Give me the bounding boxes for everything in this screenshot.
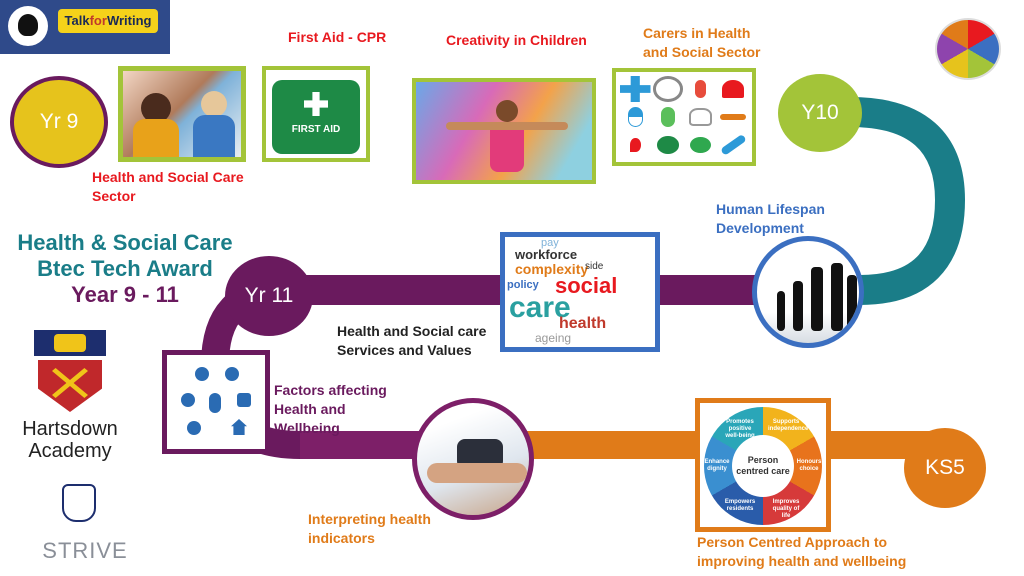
- puzzle-heart-icon: [935, 18, 1001, 80]
- word-pay: pay: [541, 237, 559, 249]
- milestone-y10-label: Y10: [801, 101, 839, 124]
- drop-icon: [630, 138, 641, 152]
- wheel-segment-label: Honours choice: [796, 459, 822, 472]
- factor-tree-icon: [195, 367, 209, 381]
- logo-text-talk: Talk: [64, 13, 90, 28]
- person-centred-wheel: Person centred care Supports independenc…: [695, 398, 831, 532]
- title-line1: Health & Social Care: [17, 230, 233, 255]
- label-hsc-sector: Health and Social Care Sector: [92, 169, 244, 204]
- factor-brain-icon: [187, 421, 201, 435]
- label-creativity: Creativity in Children: [446, 32, 587, 48]
- milestone-yr9: Yr 9: [10, 76, 108, 168]
- factor-handshake-icon: [225, 367, 239, 381]
- title-line3: Year 9 - 11: [71, 282, 179, 307]
- child-arms-icon: [446, 122, 568, 130]
- carer-photo: [118, 66, 246, 162]
- word-social: social: [555, 273, 618, 298]
- clover-icon: [690, 137, 711, 153]
- bandage-icon: [719, 134, 746, 156]
- label-first-aid: First Aid - CPR: [288, 29, 387, 45]
- lifespan-photo: [752, 236, 864, 348]
- title-line2: Btec Tech Award: [37, 256, 213, 281]
- milestone-yr9-label: Yr 9: [39, 110, 79, 133]
- milestone-yr11: Yr 11: [225, 256, 313, 336]
- child-body-icon: [490, 122, 524, 172]
- medical-cross-icon: [620, 76, 651, 102]
- first-aid-bag-icon: FIRST AID: [272, 80, 360, 154]
- silhouette-icon: [831, 263, 843, 331]
- label-services: Health and Social care Services and Valu…: [337, 323, 487, 358]
- arm-icon: [427, 463, 527, 483]
- label-factors: Factors affecting Health and Wellbeing: [274, 382, 387, 436]
- silhouette-icon: [777, 291, 785, 331]
- logo-bird-icon: [18, 14, 38, 36]
- syringe-icon: [719, 114, 746, 120]
- wheel-segment-label: Empowers residents: [724, 498, 756, 512]
- label-carers: Carers in Health and Social Sector: [643, 25, 761, 60]
- carers-icon-grid: [612, 68, 756, 166]
- stethoscope-icon: [652, 76, 683, 102]
- creativity-photo: [412, 78, 596, 184]
- label-person-centred: Person Centred Approach to improving hea…: [697, 534, 907, 569]
- word-care: care: [509, 291, 571, 324]
- plus-circle-icon: [656, 136, 679, 154]
- factor-money-icon: [181, 393, 195, 407]
- logo-text-box: TalkforWriting: [58, 9, 158, 33]
- first-aid-cross-icon: [304, 92, 328, 116]
- label-lifespan: Human Lifespan Development: [716, 201, 825, 236]
- factor-education-icon: [237, 393, 251, 407]
- logo-text-for: for: [89, 13, 107, 28]
- strive-motto: STRIVE: [42, 538, 128, 563]
- school-name-line1: Hartsdown: [22, 418, 118, 440]
- silhouette-icon: [811, 267, 823, 331]
- silhouette-icon: [793, 281, 803, 331]
- talk-for-writing-logo: TalkforWriting: [0, 0, 170, 54]
- milestone-ks5-label: KS5: [925, 456, 965, 479]
- word-side: side: [585, 261, 604, 272]
- factor-house-icon: [231, 419, 247, 435]
- first-aid-photo: FIRST AID: [262, 66, 370, 162]
- word-policy: policy: [507, 279, 539, 291]
- pill-icon: [628, 107, 643, 127]
- person-icon: [141, 93, 171, 123]
- wheel-segment-label: Enhance dignity: [704, 459, 730, 472]
- wordcloud-image: pay workforce complexity side policy soc…: [500, 232, 660, 352]
- wheel-segment-label: Promotes positive well-being: [725, 419, 755, 440]
- strive-emblem-icon: [62, 484, 96, 522]
- school-name-line2: Academy: [28, 440, 112, 462]
- first-aid-bag-label: FIRST AID: [291, 124, 341, 135]
- factors-diagram: [162, 350, 270, 454]
- nurse-icon: [201, 91, 227, 117]
- word-workforce: workforce: [515, 247, 578, 262]
- heart-icon: [721, 80, 744, 98]
- wheel-segment-label: Supports independence: [768, 419, 809, 433]
- word-complexity: complexity: [515, 261, 589, 277]
- word-ageing: ageing: [535, 331, 572, 345]
- person-body-icon: [133, 119, 179, 157]
- hartsdown-crest: [34, 330, 106, 412]
- page-title: Health & Social Care Btec Tech Award Yea…: [0, 230, 250, 308]
- wheel-center-label: Person centred care: [736, 455, 790, 476]
- tooth-icon: [689, 108, 712, 126]
- milestone-yr11-label: Yr 11: [244, 284, 294, 307]
- blood-pressure-photo: [412, 398, 534, 520]
- logo-text-writing: Writing: [106, 13, 152, 28]
- capsule-icon: [660, 107, 675, 127]
- silhouette-icon: [847, 275, 857, 331]
- milestone-ks5: KS5: [904, 428, 986, 508]
- child-head-icon: [496, 100, 518, 122]
- school-name: Hartsdown Academy: [10, 418, 130, 462]
- word-health: health: [559, 315, 607, 332]
- factor-person-icon: [209, 393, 221, 413]
- thermometer-icon: [695, 80, 706, 98]
- crest-lion-icon: [54, 334, 86, 352]
- nurse-body-icon: [193, 115, 235, 157]
- milestone-y10: Y10: [778, 74, 862, 152]
- wheel-center: Person centred care: [732, 435, 794, 497]
- wheel-segment-label: Improves quality of life: [772, 498, 800, 519]
- label-interpreting: Interpreting health indicators: [308, 511, 431, 546]
